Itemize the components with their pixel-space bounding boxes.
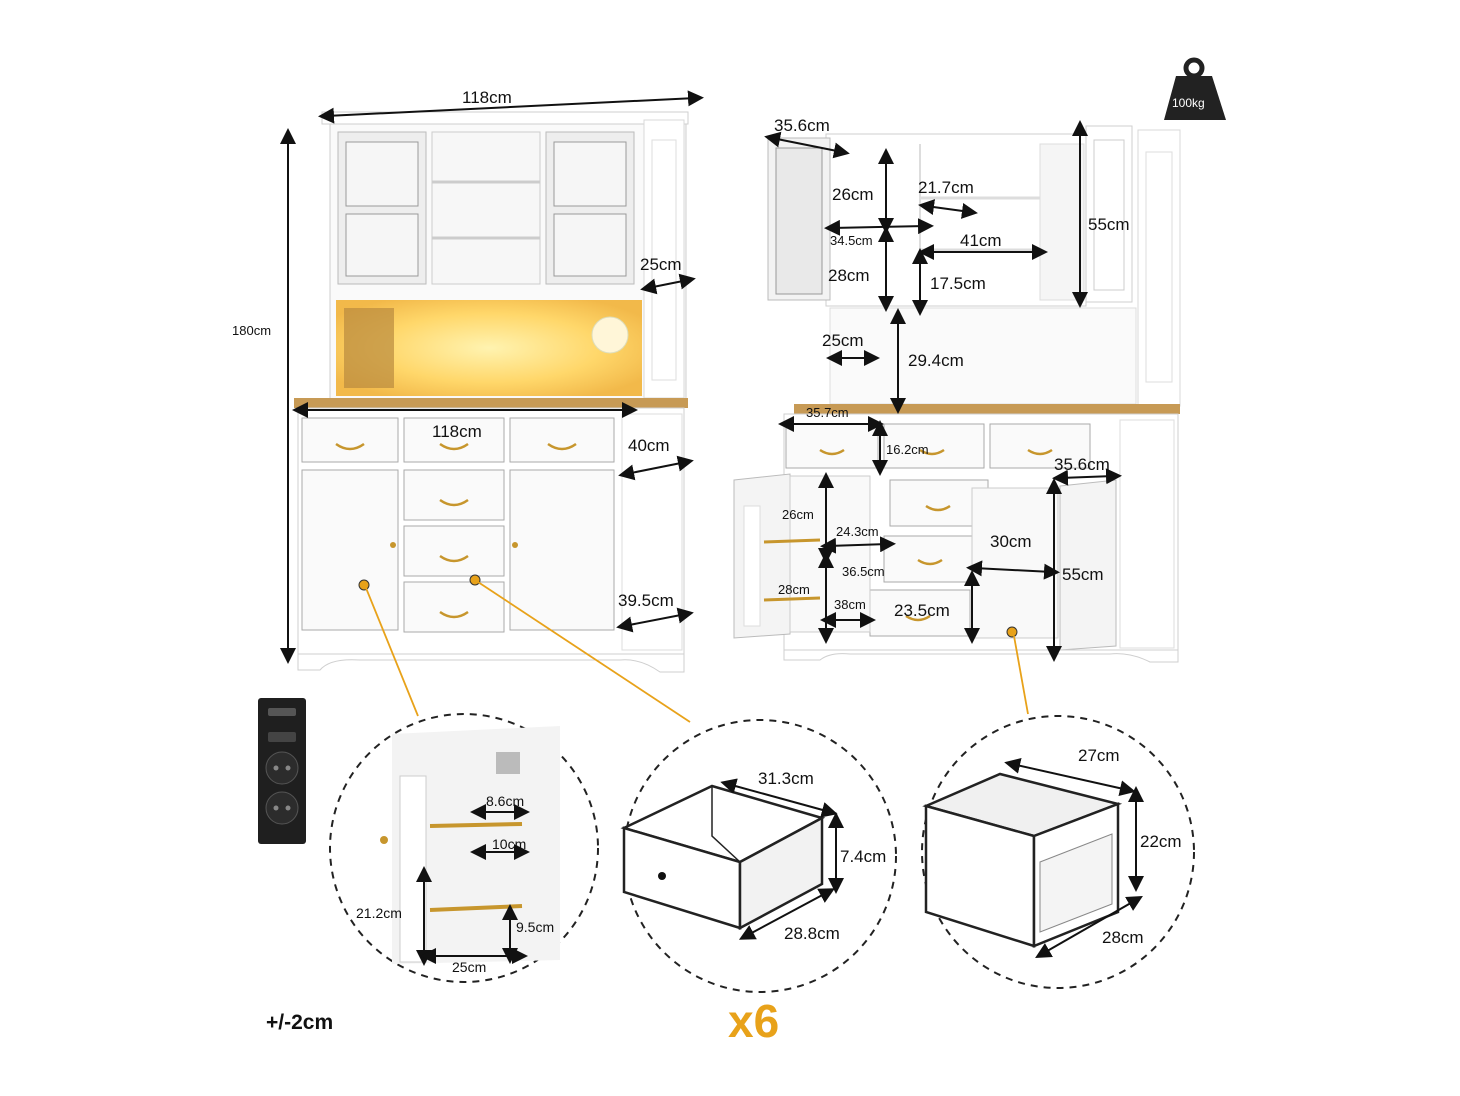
cabinet-lower-height-label: 28cm	[778, 582, 810, 597]
open-shelf-height-label: 21.7cm	[918, 178, 974, 197]
weight-label: 100kg	[1172, 96, 1205, 110]
drawer-depth-label: 28.8cm	[784, 924, 840, 943]
base-depth-bottom-label: 39.5cm	[618, 591, 674, 610]
front-cabinet	[294, 111, 689, 673]
drawer-height-top-label: 16.2cm	[886, 442, 929, 457]
shelf-depth-label: 25cm	[452, 959, 487, 975]
detail-circle-bin	[921, 715, 1195, 989]
recess-depth-label: 25cm	[822, 331, 864, 350]
total-width-label: 118cm	[462, 88, 512, 107]
cabinet-width-label: 36.5cm	[842, 564, 885, 579]
front-dimension-lines	[280, 90, 704, 664]
total-height-label: 180cm	[232, 323, 272, 338]
detail-circle-shelf	[329, 713, 599, 983]
recess-height-label: 29.4cm	[908, 351, 964, 370]
drawer-dimension-lines	[720, 778, 844, 940]
right-inner-width-label: 30cm	[990, 532, 1032, 551]
inner-width-left-label: 34.5cm	[830, 233, 873, 248]
rail-drop-label: 9.5cm	[516, 919, 555, 935]
tolerance-note: +/-2cm	[266, 1011, 334, 1034]
rail-gap-mid-label: 10cm	[492, 836, 527, 852]
shelf-dimension-lines	[416, 804, 530, 966]
quantity-badge: x6	[728, 995, 780, 1047]
drawer-height-bottom-label: 23.5cm	[894, 601, 950, 620]
side-dimension-lines	[764, 120, 1122, 662]
shelf-height-label: 21.2cm	[356, 905, 402, 921]
bin-depth-label: 28cm	[1102, 928, 1144, 947]
bin-dimension-lines	[1004, 757, 1144, 958]
lower-shelf-height-label: 28cm	[828, 266, 870, 285]
upper-shelf-height-label: 26cm	[832, 185, 874, 204]
cabinet-depth-lower-label: 38cm	[834, 597, 866, 612]
cabinet-depth-upper-label: 24.3cm	[836, 524, 879, 539]
drawer-width-top-label: 35.7cm	[806, 405, 849, 420]
hutch-height-label: 55cm	[1088, 215, 1130, 234]
detail-leader-lines	[365, 581, 1029, 723]
base-depth-top-label: 40cm	[628, 436, 670, 455]
right-door-width-label: 35.6cm	[1054, 455, 1110, 474]
open-shelf-width-label: 41cm	[960, 231, 1002, 250]
lower-open-height-label: 17.5cm	[930, 274, 986, 293]
door-width-label: 35.6cm	[774, 116, 830, 135]
bin-width-label: 27cm	[1078, 746, 1120, 765]
cabinet-upper-height-label: 26cm	[782, 507, 814, 522]
rail-gap-top-label: 8.6cm	[486, 793, 525, 809]
right-cabinet-height-label: 55cm	[1062, 565, 1104, 584]
power-socket-strip	[258, 698, 306, 844]
bin-height-label: 22cm	[1140, 832, 1182, 851]
drawer-height-label: 7.4cm	[840, 847, 887, 866]
hutch-depth-label: 25cm	[640, 255, 682, 274]
drawer-width-label: 31.3cm	[758, 769, 814, 788]
counter-width-label: 118cm	[432, 422, 482, 441]
weight-icon	[1164, 57, 1226, 120]
